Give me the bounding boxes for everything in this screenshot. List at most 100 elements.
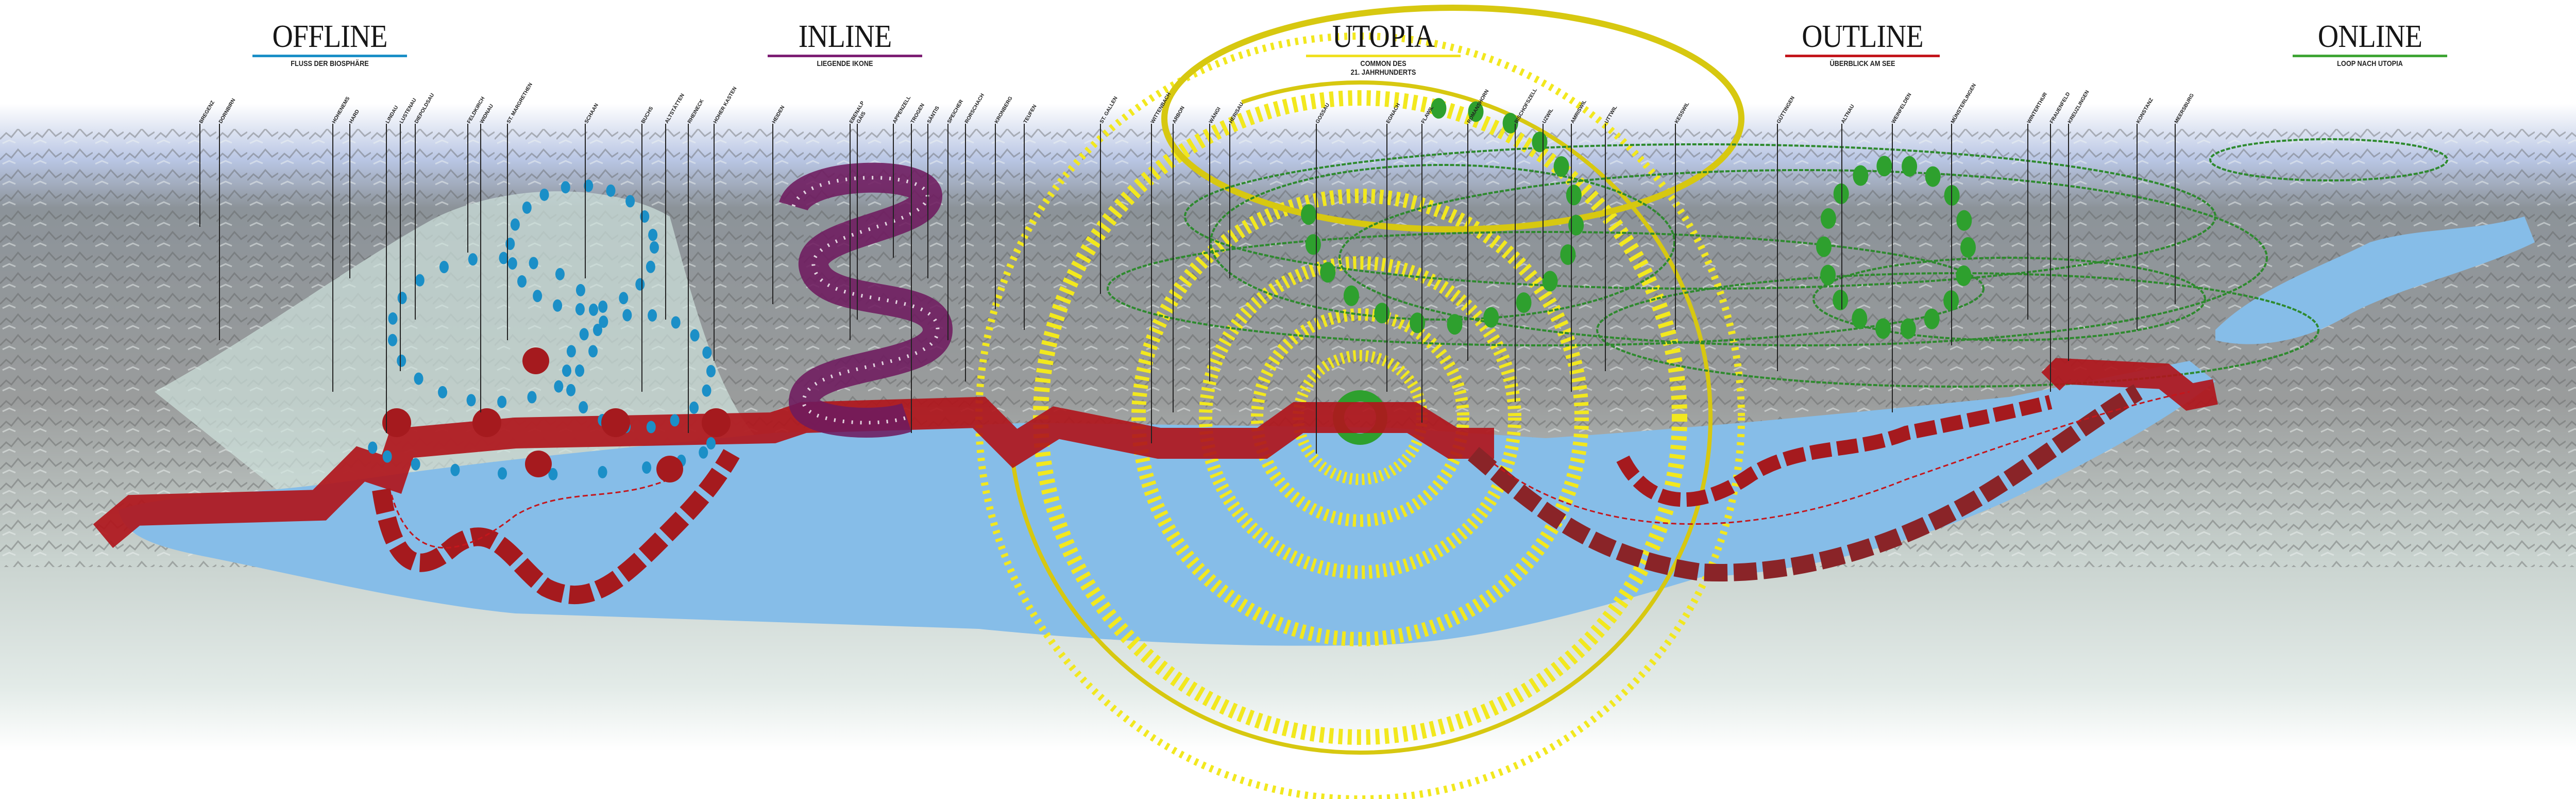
place-marker-line [507, 124, 508, 340]
offline-dot [599, 315, 608, 328]
place-marker-line [911, 124, 912, 433]
offline-dot [411, 458, 420, 471]
offline-dot [438, 386, 448, 398]
online-dot [1876, 156, 1892, 177]
place-marker-line [1571, 124, 1572, 392]
offline-dot [598, 300, 608, 313]
place-marker-line [893, 124, 894, 258]
online-dot [1925, 166, 1941, 187]
online-dot [1956, 265, 1972, 286]
place-marker-line [585, 124, 586, 278]
place-marker-line [772, 124, 773, 304]
place-marker-line [219, 124, 220, 340]
online-dot [1516, 292, 1532, 313]
online-dot [1900, 318, 1916, 339]
outline-path-dashed [372, 384, 2190, 605]
place-marker-line [665, 124, 666, 320]
online-dot [1852, 308, 1868, 329]
section-utopia: UTOPIA COMMON DES 21. JAHRHUNDERTS [1275, 21, 1492, 77]
place-marker-line [1543, 124, 1544, 278]
offline-dot [642, 461, 652, 474]
section-underline [2293, 55, 2447, 57]
offline-dot [555, 268, 565, 280]
offline-dot [498, 467, 507, 480]
offline-dot [588, 345, 598, 358]
section-underline [1785, 55, 1940, 57]
online-dot [1820, 264, 1836, 286]
place-marker-line [995, 124, 996, 309]
section-subtitle: COMMON DES [1360, 59, 1406, 68]
offline-dot [606, 184, 616, 197]
online-dot [1902, 156, 1918, 177]
section-title: ONLINE [2317, 19, 2422, 54]
place-marker-line [415, 124, 416, 320]
place-marker-line [1386, 124, 1387, 392]
outline-band-east [2041, 358, 2218, 411]
online-dot [1431, 98, 1447, 119]
offline-dot [689, 401, 699, 414]
offline-dot [593, 324, 602, 336]
offline-dot [706, 437, 716, 450]
offline-dot [702, 384, 711, 397]
place-marker-line [1316, 124, 1317, 454]
offline-dot [699, 446, 708, 459]
place-marker-line [965, 124, 966, 381]
offline-dot [539, 188, 549, 201]
section-subtitle: LIEGENDE IKONE [817, 59, 873, 68]
online-dot [1483, 307, 1499, 328]
place-marker-line [400, 124, 401, 371]
offline-dot [646, 260, 655, 273]
online-dot [1566, 185, 1582, 206]
offline-dot [397, 354, 406, 367]
offline-dot [622, 309, 632, 322]
section-subtitle: ÜBERBLICK AM SEE [1829, 59, 1895, 68]
inline-spiral [779, 162, 953, 438]
place-marker-line [850, 124, 851, 340]
offline-dot [566, 384, 576, 396]
place-marker-line [2050, 124, 2051, 392]
offline-dot [562, 364, 572, 377]
online-dot [1320, 262, 1336, 283]
offline-dot [589, 303, 599, 316]
offline-dot [635, 278, 645, 291]
offline-dot [706, 365, 716, 377]
section-subtitle-line2: 21. JAHRHUNDERTS [1350, 68, 1416, 77]
place-marker-line [199, 124, 200, 227]
section-subtitle: FLUSS DER BIOSPHÄRE [291, 59, 369, 68]
offline-dot [650, 241, 659, 254]
online-dot [1956, 210, 1972, 231]
offline-dot [671, 316, 681, 329]
offline-dot [575, 284, 585, 296]
place-marker-line [1209, 124, 1210, 381]
place-marker-line [641, 124, 642, 392]
place-marker-line [480, 124, 481, 412]
online-dot [1502, 112, 1518, 134]
online-dot [1820, 208, 1836, 229]
place-marker-line [386, 124, 387, 433]
offline-dot [670, 414, 680, 427]
offline-dot [553, 299, 563, 312]
place-marker-line [1841, 124, 1842, 309]
place-marker-line [1467, 124, 1468, 361]
place-marker-line [2068, 124, 2069, 361]
offline-dot [527, 391, 537, 404]
offline-dot [575, 364, 585, 377]
online-dot [1875, 318, 1891, 339]
online-dot [1924, 308, 1940, 329]
offline-dot [702, 346, 712, 359]
offline-dot [648, 228, 658, 241]
section-offline: OFFLINE FLUSS DER BIOSPHÄRE [222, 21, 438, 68]
offline-dot [584, 179, 594, 192]
offline-dot [415, 274, 425, 287]
section-inline: INLINE LIEGENDE IKONE [737, 21, 953, 68]
online-dot [1568, 214, 1584, 236]
offline-dot [619, 292, 629, 305]
offline-dot [575, 303, 585, 315]
place-marker-line [2027, 124, 2028, 320]
online-dot [1343, 285, 1359, 306]
online-dot [1833, 183, 1849, 204]
online-dot [1960, 237, 1976, 258]
online-dot [1833, 290, 1849, 311]
place-marker-line [2137, 124, 2138, 330]
